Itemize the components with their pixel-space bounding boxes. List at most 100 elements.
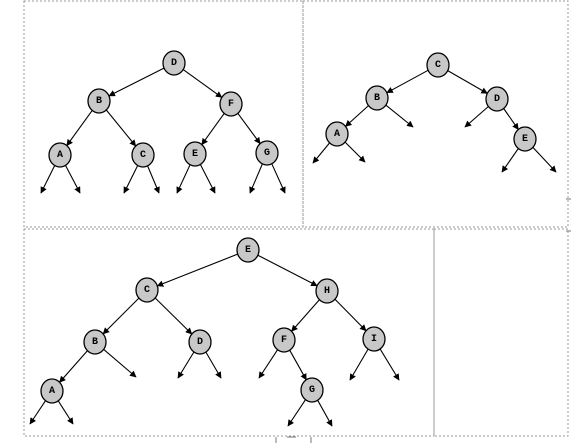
tree-node-label: F [228, 99, 234, 110]
tree-node-g: G [255, 140, 279, 166]
tree-node-b: B [83, 329, 107, 355]
tree-edge-d-b [108, 67, 165, 97]
tree-node-circle [236, 237, 260, 263]
tree-node-circle [255, 140, 279, 166]
tree-node-c: C [426, 52, 450, 78]
tree-node-f: F [272, 327, 296, 353]
tree-node-label: B [374, 93, 380, 104]
tree-edge-d-f [182, 69, 223, 98]
null-child-arrow [40, 165, 56, 194]
tree-node-label: G [264, 148, 270, 159]
tree-node-c: C [131, 142, 155, 168]
null-child-arrow [176, 164, 191, 194]
null-child-arrow [501, 148, 519, 173]
null-child-arrow [312, 142, 331, 164]
panel-frame-bottom-right [433, 228, 569, 437]
tree-edge-b-c [105, 109, 137, 147]
tree-node-d: D [188, 329, 212, 355]
tree-node-e: E [183, 141, 207, 167]
null-child-arrow [532, 147, 557, 173]
tree-node-label: E [192, 149, 198, 160]
panel-frame-top-left [23, 0, 304, 228]
null-child-arrow [29, 400, 46, 425]
tree-node-circle [272, 327, 296, 353]
tree-node-label: F [281, 335, 287, 346]
tree-node-circle [426, 52, 450, 78]
null-child-arrow [103, 348, 137, 378]
tree-node-label: G [309, 385, 315, 396]
tree-node-label: E [245, 245, 251, 256]
null-child-arrow [287, 399, 306, 427]
tree-edge-b-a [66, 110, 93, 147]
null-child-arrow [385, 104, 414, 128]
null-child-arrow [379, 348, 400, 381]
tree-edge-b-a [59, 350, 88, 383]
tree-node-e: E [513, 126, 537, 152]
null-child-arrow [205, 351, 222, 379]
tree-node-label: B [92, 337, 98, 348]
tree-edge-f-g [237, 113, 261, 145]
null-child-arrow [271, 163, 286, 194]
tree-node-label: A [334, 129, 340, 140]
null-child-arrow [177, 351, 195, 379]
tree-node-circle [300, 377, 324, 403]
tree-edge-c-d [154, 297, 193, 335]
tree-edge-c-d [447, 70, 488, 94]
null-child-arrow [317, 400, 333, 427]
tree-node-label: D [494, 94, 500, 105]
null-child-arrow [258, 349, 279, 379]
tree-node-circle [513, 126, 537, 152]
tree-node-circle [135, 277, 159, 303]
tree-edge-c-b [386, 69, 429, 94]
tree-node-label: C [435, 60, 441, 71]
tree-node-label: E [522, 134, 528, 145]
tree-node-label: A [49, 386, 55, 397]
tree-node-c: C [135, 277, 159, 303]
tree-node-circle [162, 50, 186, 76]
tree-node-label: D [197, 337, 203, 348]
null-child-arrow [123, 165, 139, 194]
tree-node-b: B [87, 88, 111, 114]
tree-node-label: C [140, 150, 146, 161]
tree-edge-e-c [156, 253, 238, 287]
tree-edge-e-h [257, 254, 318, 287]
null-child-arrow [147, 165, 160, 194]
tree-node-circle [188, 329, 212, 355]
null-child-arrow [464, 106, 489, 128]
tree-node-label: H [324, 286, 330, 297]
tree-node-h: H [315, 278, 339, 304]
tree-node-g: G [300, 377, 324, 403]
tree-node-label: I [371, 334, 377, 345]
tree-node-label: B [96, 96, 102, 107]
tree-edge-b-a [345, 105, 369, 127]
tree-node-d: D [485, 86, 509, 112]
tree-node-d: D [162, 50, 186, 76]
null-child-arrow [57, 400, 74, 425]
tree-edge-h-f [291, 299, 320, 332]
tree-node-circle [485, 86, 509, 112]
tree-node-circle [219, 91, 243, 117]
tree-edge-c-b [102, 297, 140, 335]
tree-node-a: A [325, 121, 349, 147]
tree-edge-d-e [503, 108, 519, 131]
tree-node-circle [40, 378, 64, 404]
null-child-arrow [199, 164, 216, 194]
tree-node-a: A [40, 378, 64, 404]
tree-node-label: D [171, 58, 177, 69]
tree-node-circle [131, 142, 155, 168]
tree-node-circle [83, 329, 107, 355]
null-child-arrow [349, 348, 369, 381]
null-child-arrow [344, 141, 366, 163]
tree-edge-h-i [334, 298, 367, 332]
tree-node-circle [362, 326, 386, 352]
tree-node-circle [315, 278, 339, 304]
tree-node-circle [365, 85, 389, 111]
tree-node-a: A [48, 142, 72, 168]
tree-node-circle [183, 141, 207, 167]
null-child-arrow [65, 165, 81, 194]
tree-edge-f-e [201, 113, 225, 146]
tree-node-circle [325, 121, 349, 147]
tree-node-label: A [57, 150, 63, 161]
tree-node-i: I [362, 326, 386, 352]
